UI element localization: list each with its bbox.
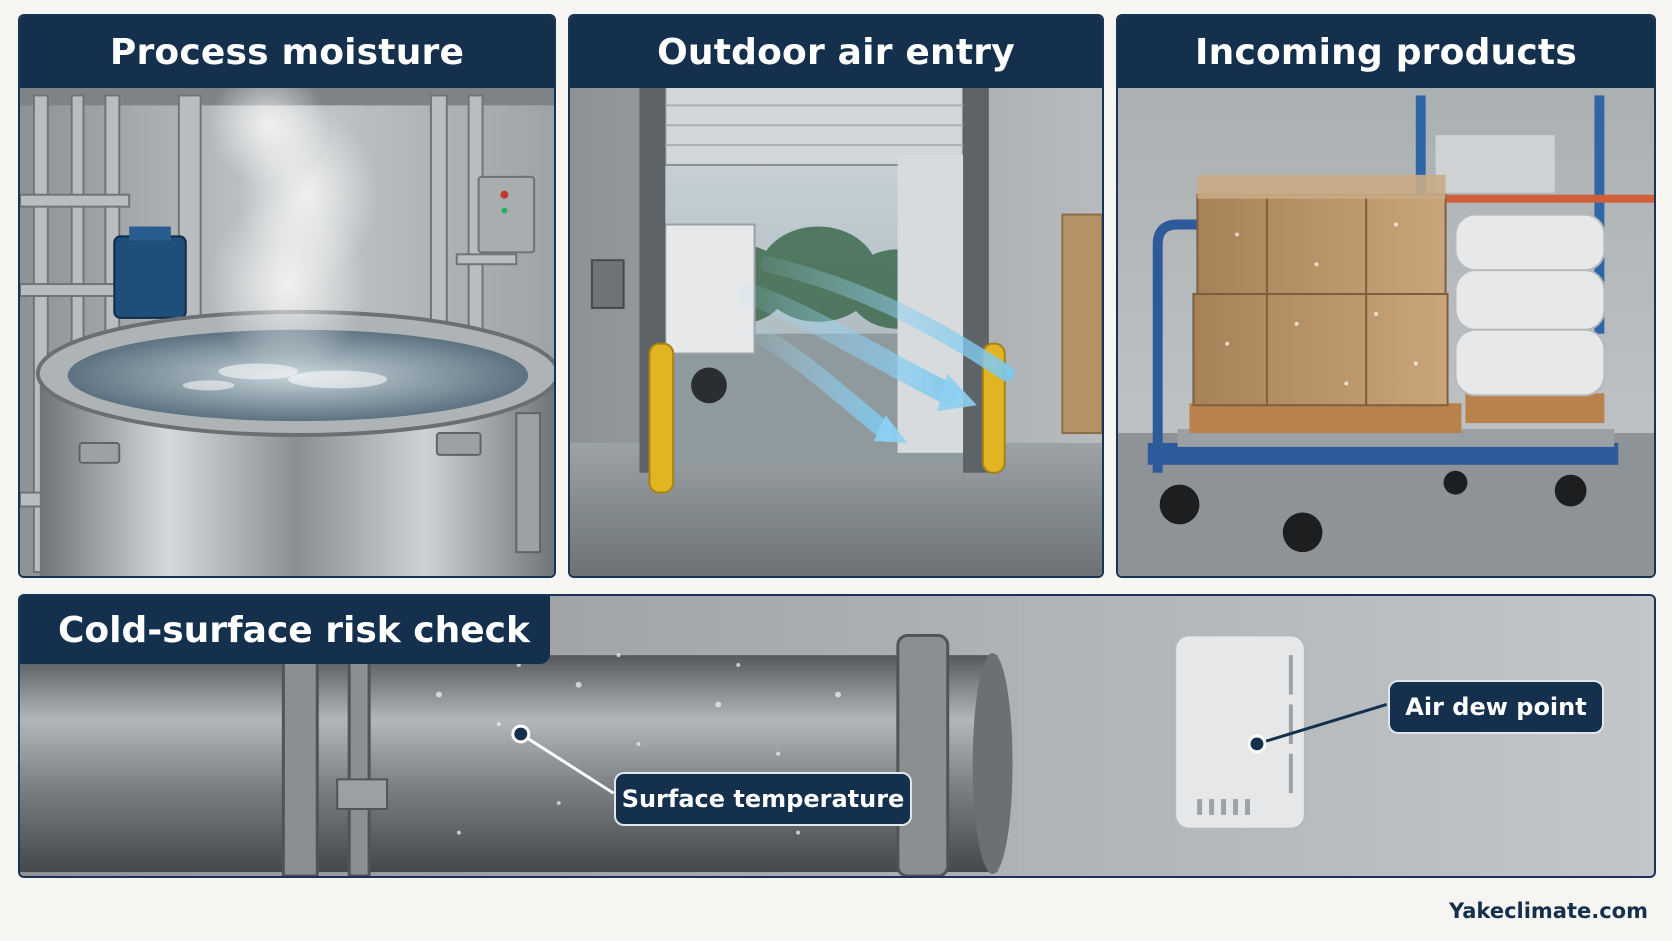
panel-title-outdoor-air-entry: Outdoor air entry xyxy=(570,16,1102,88)
panel-cold-surface-risk-check: Cold-surface risk check Surface temperat… xyxy=(18,594,1656,878)
steaming-tank-image xyxy=(20,16,554,576)
panel-outdoor-air-entry: Outdoor air entry xyxy=(568,14,1104,578)
panel-incoming-products: Incoming products xyxy=(1116,14,1656,578)
panel-process-moisture: Process moisture xyxy=(18,14,556,578)
brand-footer: Yakeclimate.com xyxy=(1448,899,1648,923)
surface-temperature-callout: Surface temperature xyxy=(614,772,912,826)
panel-title-cold-surface-risk-check: Cold-surface risk check xyxy=(20,596,550,664)
panel-title-process-moisture: Process moisture xyxy=(20,16,554,88)
air-dew-point-callout: Air dew point xyxy=(1388,680,1604,734)
cold-pipe-sensor-image xyxy=(20,596,1654,876)
loading-dock-image xyxy=(570,16,1102,576)
panel-title-incoming-products: Incoming products xyxy=(1118,16,1654,88)
pallet-cart-image xyxy=(1118,16,1654,576)
